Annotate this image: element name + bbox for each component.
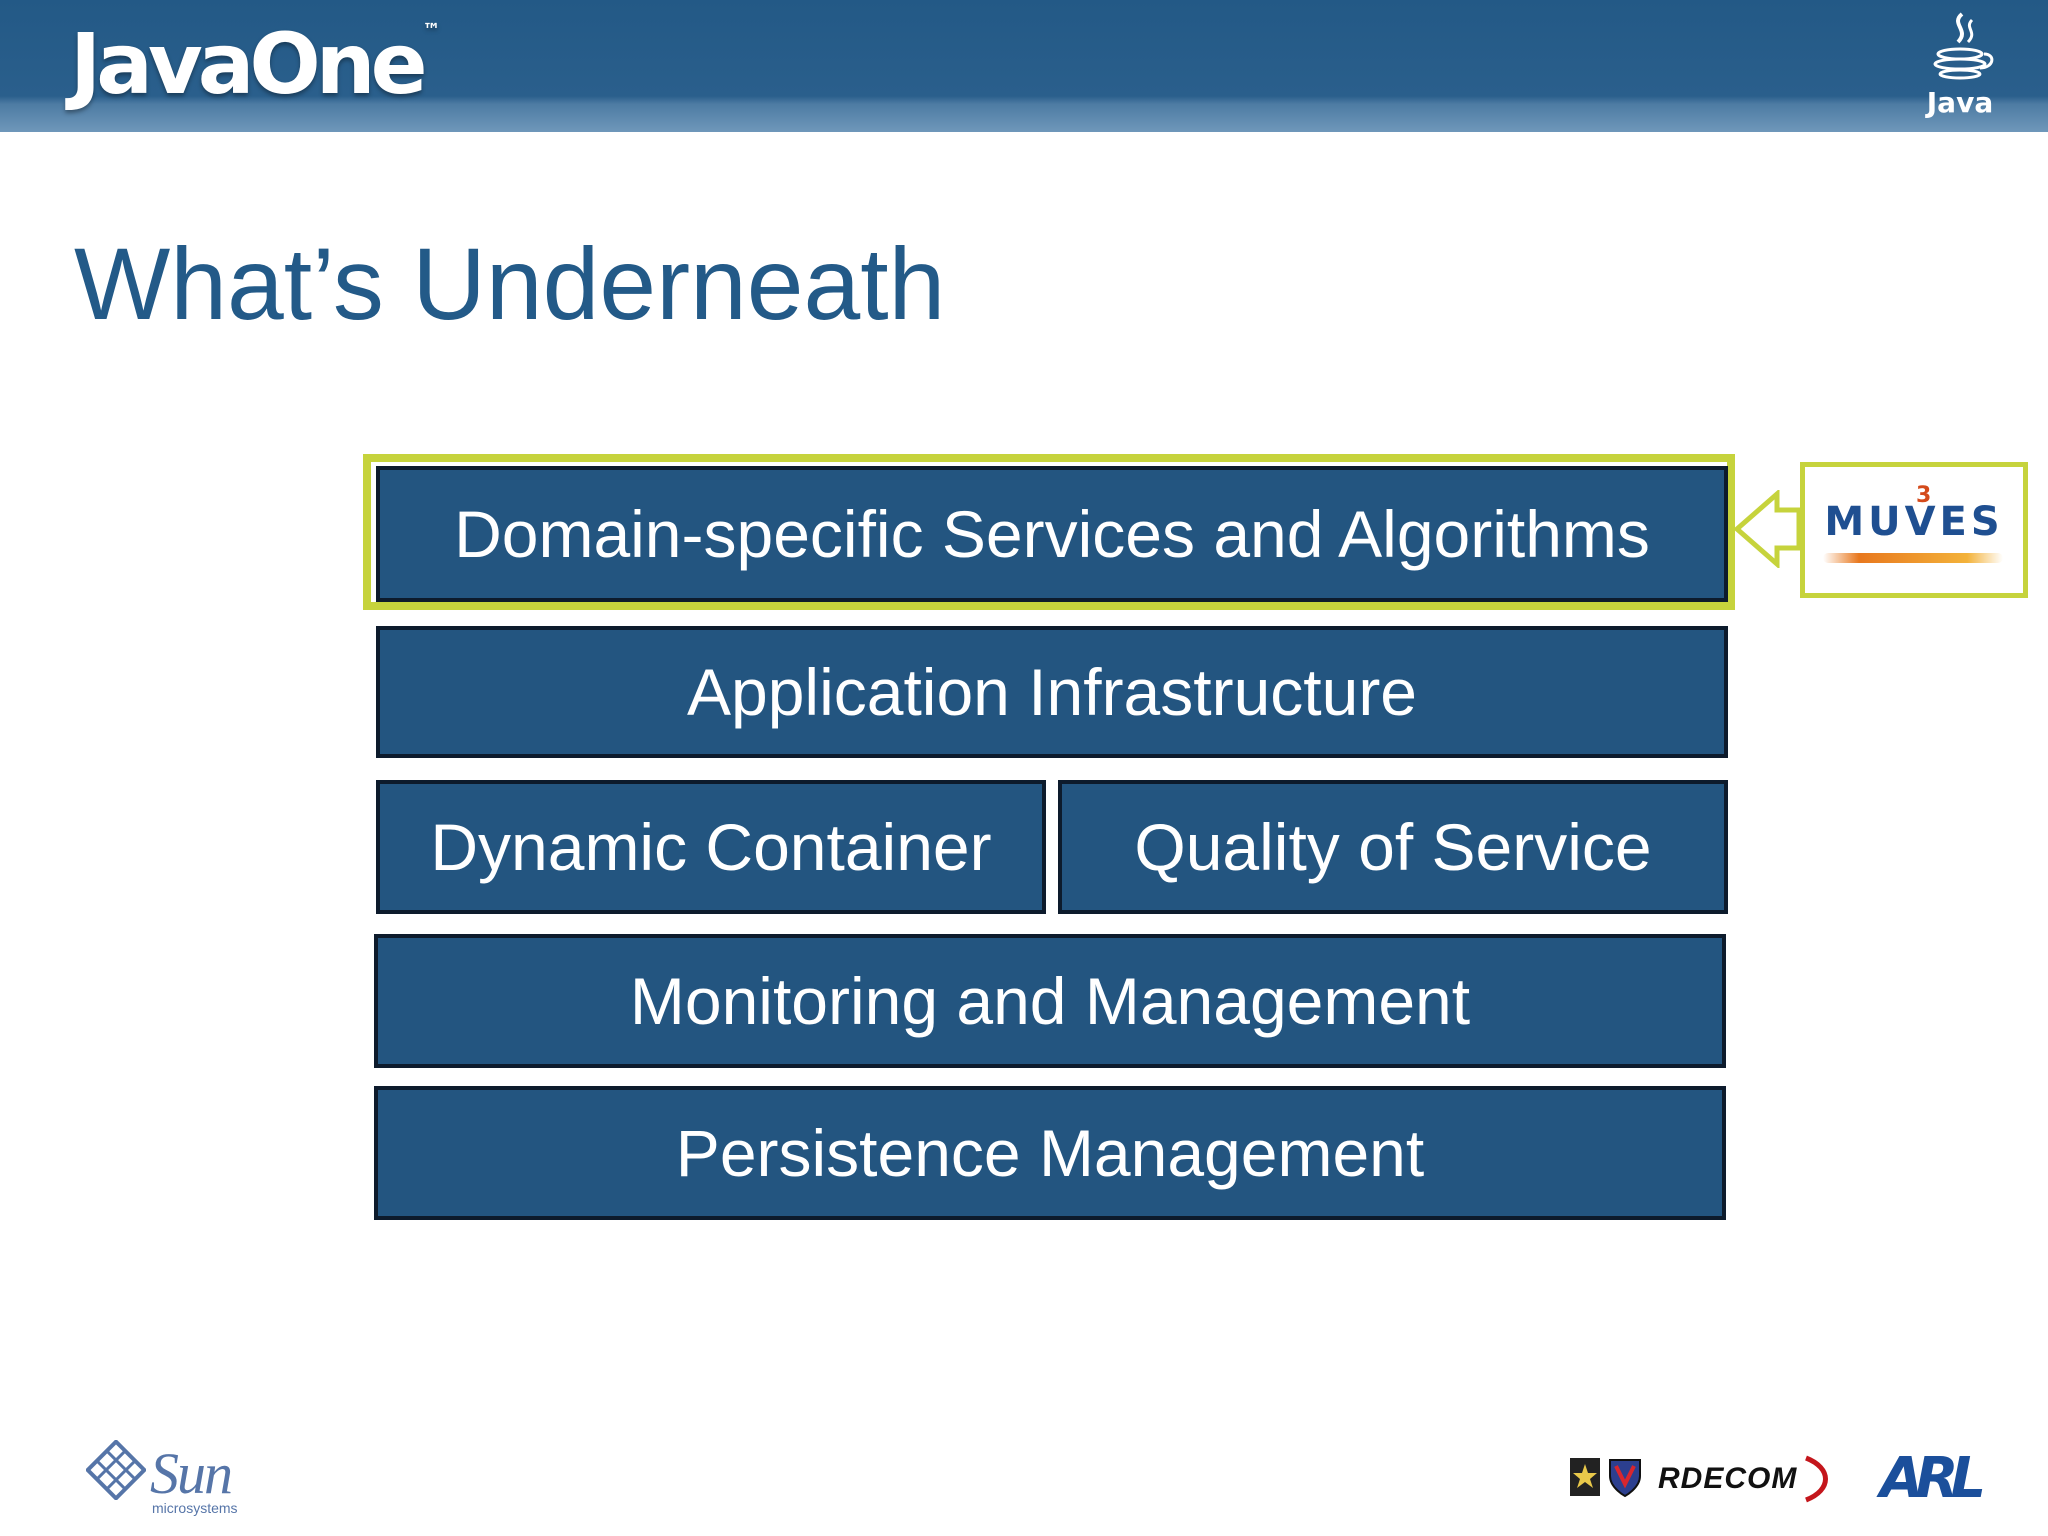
sun-logo-subtext: microsystems <box>152 1500 238 1516</box>
highlight-frame <box>363 454 1735 610</box>
callout-arrow-icon <box>1733 490 1802 568</box>
trademark-mark: ™ <box>422 20 441 41</box>
layer-monitoring-management: Monitoring and Management <box>374 934 1726 1068</box>
layer-domain-services: Domain-specific Services and Algorithms <box>376 466 1728 602</box>
java-cup-icon <box>1933 12 1994 80</box>
arl-logo-text: ARL <box>1880 1446 1986 1511</box>
java-logo-text: Java <box>1926 86 1994 119</box>
slide-title: What’s Underneath <box>74 227 946 341</box>
muves-superscript: 3 <box>1916 483 1932 508</box>
java-logo: Java <box>1920 10 2000 122</box>
layer-application-infrastructure: Application Infrastructure <box>376 626 1728 758</box>
muves-logo-text: MUVES <box>1824 499 2004 545</box>
sun-diamond-icon <box>84 1438 148 1502</box>
rdecom-logo-text: RDECOM <box>1658 1462 1798 1495</box>
layer-persistence-management: Persistence Management <box>374 1086 1726 1220</box>
sun-logo-text: Sun <box>150 1441 233 1506</box>
muves-swoosh <box>1823 553 2003 563</box>
header-bar: JavaOne™ Java <box>0 0 2048 132</box>
sun-microsystems-logo: Sun microsystems <box>84 1438 266 1520</box>
javaone-logo: JavaOne™ <box>70 20 441 107</box>
layer-quality-of-service: Quality of Service <box>1058 780 1728 914</box>
army-star-icon <box>1570 1458 1600 1496</box>
rdecom-swoosh-icon <box>1804 1455 1828 1503</box>
sponsor-logos: RDECOM ARL <box>1566 1446 1986 1516</box>
muves-logo: 3 MUVES <box>1800 462 2028 598</box>
shield-icon <box>1609 1459 1641 1498</box>
layer-dynamic-container: Dynamic Container <box>376 780 1046 914</box>
javaone-logo-text: JavaOne <box>70 15 428 113</box>
